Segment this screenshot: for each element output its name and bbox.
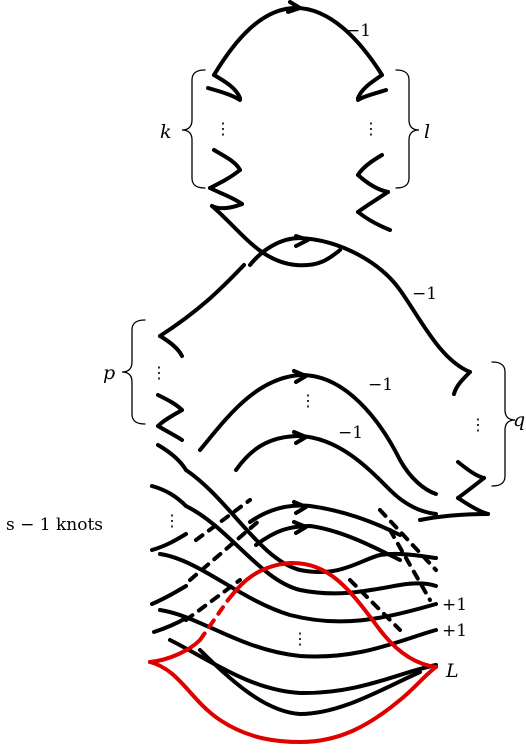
dots-s: ⋮ bbox=[164, 511, 180, 530]
dots-k: ⋮ bbox=[215, 119, 231, 138]
braid-left-hook-1 bbox=[156, 443, 188, 472]
dots-q: ⋮ bbox=[470, 415, 486, 434]
dash-cross-1 bbox=[194, 498, 252, 542]
inner-arrow-lower bbox=[292, 430, 308, 445]
label-p: p bbox=[103, 362, 115, 384]
dash-cross-5 bbox=[378, 508, 438, 572]
braid-up-2 bbox=[254, 524, 402, 562]
label-k: k bbox=[160, 121, 172, 143]
top-knot-lower-left bbox=[210, 204, 342, 268]
dots-p: ⋮ bbox=[151, 363, 167, 382]
top-arch bbox=[212, 6, 384, 77]
brace-l bbox=[395, 69, 420, 189]
braid-left-hook-5 bbox=[152, 616, 188, 634]
brace-k bbox=[181, 69, 206, 189]
framing-plus-lower: +1 bbox=[442, 621, 467, 641]
label-s-knots: s − 1 knots bbox=[6, 515, 103, 535]
twist-right-2 bbox=[356, 88, 388, 102]
brace-q bbox=[491, 361, 516, 487]
braid-up-1 bbox=[248, 503, 402, 537]
inner-loop-lower bbox=[234, 434, 438, 516]
top-arrow bbox=[286, 0, 302, 14]
dash-cross-4 bbox=[348, 578, 402, 632]
link-L-lower bbox=[148, 660, 438, 744]
twist-right-6 bbox=[356, 210, 392, 232]
braid-left-hook-4 bbox=[150, 584, 188, 606]
braid-strand-5 bbox=[168, 638, 438, 696]
twist-right-1 bbox=[356, 73, 384, 100]
twist-right-5 bbox=[356, 190, 390, 214]
twist-right-3 bbox=[356, 153, 384, 177]
dots-l: ⋮ bbox=[363, 119, 379, 138]
braid-strand-6 bbox=[198, 648, 422, 716]
q-twist-2 bbox=[456, 460, 486, 480]
label-q: q bbox=[513, 409, 525, 431]
braid-strand-4 bbox=[158, 608, 438, 659]
braces bbox=[121, 69, 516, 487]
q-twist-1 bbox=[452, 370, 472, 396]
braid-left-hook-3 bbox=[150, 532, 188, 552]
framing-top-loop: −1 bbox=[346, 21, 371, 41]
framing-middle-loop: −1 bbox=[412, 284, 437, 304]
dots-bottom: ⋮ bbox=[292, 629, 308, 648]
twist-left-4 bbox=[208, 168, 242, 190]
twist-right-4 bbox=[356, 173, 390, 194]
label-l: l bbox=[424, 121, 430, 143]
framing-inner-lower: −1 bbox=[338, 423, 363, 443]
mid-arrow bbox=[294, 234, 310, 248]
p-twist-1 bbox=[158, 334, 184, 358]
braid-arrow-1 bbox=[292, 500, 308, 515]
dots-inner: ⋮ bbox=[300, 391, 316, 410]
twist-left-5 bbox=[208, 186, 244, 206]
p-twist-4 bbox=[156, 424, 184, 442]
middle-knot bbox=[156, 263, 490, 516]
top-knot-lower-right bbox=[248, 236, 472, 374]
brace-p bbox=[121, 319, 146, 425]
ellipses: ⋮ ⋮ ⋮ ⋮ ⋮ ⋮ ⋮ bbox=[151, 119, 486, 648]
dash-cross-2 bbox=[188, 518, 262, 582]
dash-cross-3 bbox=[184, 578, 242, 622]
inner-loop-upper bbox=[198, 372, 438, 496]
inner-to-right bbox=[418, 512, 490, 522]
link-L bbox=[148, 560, 438, 744]
inner-arrow-upper bbox=[292, 369, 308, 384]
labels: k l p q L s − 1 knots −1 −1 −1 −1 +1 +1 bbox=[6, 21, 525, 682]
bottom-braid bbox=[150, 443, 438, 716]
braid-arrow-2 bbox=[292, 520, 308, 535]
q-twist-3 bbox=[456, 476, 486, 500]
twist-left-3 bbox=[212, 148, 242, 172]
middle-arch-left bbox=[158, 263, 246, 338]
twist-left-2 bbox=[206, 86, 242, 102]
braid-left-hook-2 bbox=[150, 484, 188, 508]
label-L: L bbox=[445, 660, 459, 682]
p-twist-3 bbox=[156, 408, 184, 428]
link-L-dash bbox=[198, 598, 230, 642]
inner-loops bbox=[198, 369, 490, 522]
framing-inner-upper: −1 bbox=[368, 375, 393, 395]
dash-cross-6 bbox=[388, 528, 432, 602]
link-L-upper bbox=[148, 560, 438, 669]
q-twist-4 bbox=[456, 496, 490, 516]
braid-strand-2 bbox=[184, 504, 438, 596]
p-twist-2 bbox=[156, 393, 184, 412]
framing-plus-upper: +1 bbox=[442, 595, 467, 615]
twist-left-1 bbox=[212, 73, 242, 100]
top-knot bbox=[206, 0, 472, 374]
